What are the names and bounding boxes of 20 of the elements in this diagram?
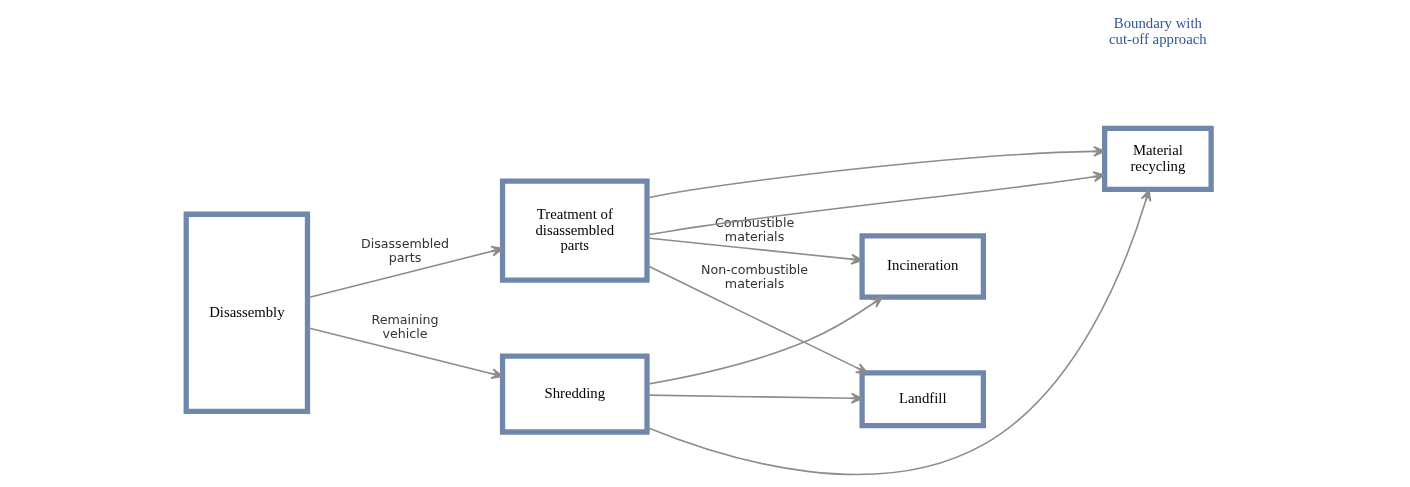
edge-label: Disassembled parts bbox=[360, 236, 450, 265]
arrow bbox=[646, 171, 1106, 236]
arrow bbox=[646, 237, 863, 265]
edge-label: Remaining vehicle bbox=[371, 312, 439, 341]
arrow bbox=[646, 392, 863, 404]
arrow bbox=[646, 264, 868, 374]
edge-label: Combustible materials bbox=[714, 215, 795, 244]
label: Boundary with cut-off approach bbox=[1109, 15, 1207, 48]
arrow bbox=[646, 296, 883, 385]
arrow bbox=[306, 245, 504, 299]
arrow bbox=[646, 189, 1152, 476]
arrow bbox=[646, 145, 1106, 199]
node-box: Disassembly bbox=[183, 211, 311, 415]
arrow bbox=[306, 326, 504, 380]
node-box: Incineration bbox=[859, 233, 986, 300]
node-box: Shredding bbox=[499, 353, 650, 435]
node-box: Treatment of disassembled parts bbox=[499, 178, 650, 283]
node-box: Material recycling bbox=[1102, 125, 1214, 193]
node-box: Landfill bbox=[859, 370, 986, 429]
edge-label: Non-combustible materials bbox=[700, 262, 809, 292]
